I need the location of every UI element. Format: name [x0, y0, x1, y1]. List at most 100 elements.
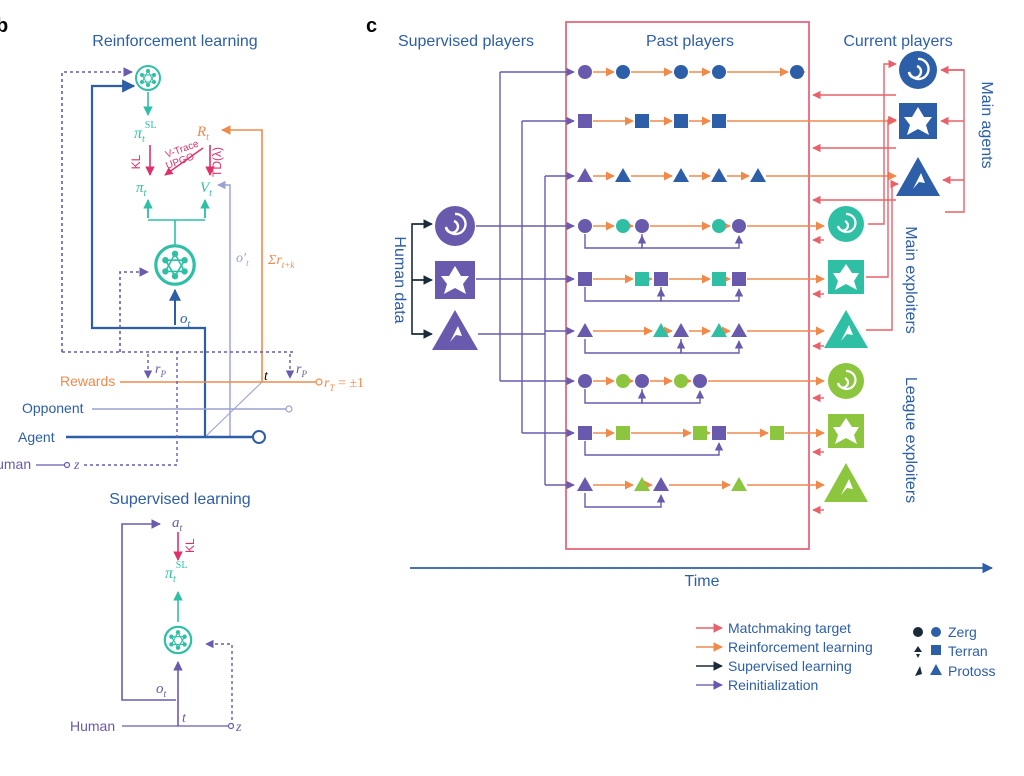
- player-node: [732, 219, 746, 233]
- legend: Matchmaking target Reinforcement learnin…: [696, 620, 995, 693]
- vtrace-arrow: [164, 147, 204, 176]
- reinit-loop: [584, 493, 666, 508]
- player-node: [674, 114, 688, 128]
- player-node: [712, 272, 726, 286]
- player-node: [578, 219, 592, 233]
- legend-label-1: Reinforcement learning: [728, 639, 873, 655]
- reinit-loop: [641, 389, 705, 404]
- supervised-players-title: Supervised players: [398, 33, 534, 50]
- player-node: [673, 323, 689, 337]
- human-end: [63, 461, 71, 469]
- player-node: [770, 426, 784, 440]
- terran-square-icon: [931, 645, 941, 655]
- player-node: [693, 374, 707, 388]
- player-node: [616, 374, 630, 388]
- player-node: [635, 272, 649, 286]
- rewards-label: Rewards: [60, 373, 115, 389]
- main-agent-zerg-icon: [899, 51, 937, 89]
- matchmaking-lines: [812, 59, 965, 515]
- a-label: at: [172, 515, 183, 534]
- rl-dotted-loop: [61, 67, 133, 352]
- legend-terran: Terran: [948, 643, 988, 659]
- player-node: [712, 65, 726, 79]
- player-node: [577, 477, 593, 491]
- mm-main-exploiter-z: [868, 59, 897, 225]
- player-node: [577, 168, 593, 182]
- sl-pi-label: πtSL: [165, 560, 187, 585]
- sl-kl-label: KL: [183, 538, 197, 553]
- z-dotted: [84, 352, 178, 466]
- panel-b-letter: b: [0, 15, 8, 37]
- sl-title: Supervised learning: [109, 491, 250, 508]
- rewards-end: [315, 378, 323, 386]
- zerg-mini-icon: [913, 627, 923, 637]
- agent-label: Agent: [18, 429, 55, 445]
- reinit-loop: [584, 339, 686, 354]
- panel-b: b Reinforcement learning πtSL Rt KL V-Tr…: [0, 15, 364, 735]
- main-exploiter-protoss-icon: [824, 310, 868, 348]
- legend-protoss: Protoss: [948, 663, 995, 679]
- player-node: [750, 168, 766, 182]
- supervised-protoss-icon: [432, 310, 478, 350]
- td-label: TD(λ): [210, 147, 224, 177]
- player-node: [790, 65, 804, 79]
- rp-label-1: rP: [155, 362, 166, 379]
- reinit-loop: [641, 234, 744, 249]
- sl-network-icon: [135, 65, 161, 91]
- main-agent-terran-icon: [899, 103, 937, 139]
- player-node: [616, 219, 630, 233]
- opponent-label: Opponent: [22, 400, 84, 416]
- player-node: [674, 374, 688, 388]
- player-node: [616, 65, 630, 79]
- player-node: [635, 374, 649, 388]
- mm-bracket: [945, 69, 965, 213]
- player-node: [577, 323, 593, 337]
- agent-loop-line: [90, 79, 207, 437]
- player-node: [578, 114, 592, 128]
- player-node: [732, 272, 746, 286]
- mm-main-exploiter-p: [866, 179, 899, 331]
- player-node: [616, 426, 630, 440]
- player-node: [635, 219, 649, 233]
- sl-z-label: z: [235, 720, 242, 735]
- time-label: Time: [685, 573, 720, 590]
- sl-action-line: [121, 519, 176, 701]
- reinit-loop: [660, 287, 744, 302]
- current-players-title: Current players: [843, 33, 952, 50]
- legend-label-0: Matchmaking target: [728, 620, 851, 636]
- teal-fork: [147, 205, 206, 245]
- R-label: Rt: [196, 124, 209, 143]
- player-node: [731, 323, 747, 337]
- player-node: [615, 168, 631, 182]
- opponent-end: [285, 405, 293, 413]
- player-node: [654, 272, 668, 286]
- player-node: [711, 168, 727, 182]
- central-network-icon: [154, 244, 196, 286]
- player-node: [673, 168, 689, 182]
- protoss-mini-icon: [915, 666, 922, 676]
- zerg-circle-icon: [931, 627, 941, 637]
- sum-r-label: Σrt+k: [267, 253, 295, 270]
- league-exploiter-protoss-icon: [824, 463, 868, 502]
- main-agent-protoss-icon: [896, 157, 940, 196]
- sl-t-label: t: [182, 711, 187, 726]
- player-node: [653, 477, 669, 491]
- human-data-bracket: [411, 223, 430, 335]
- rT-label: rT = ±1: [324, 376, 364, 393]
- supervised-terran-icon: [435, 261, 475, 299]
- panel-c: c Supervised players Past players Curren…: [366, 15, 995, 693]
- player-node: [634, 477, 650, 491]
- mm-main-exploiter-t: [866, 115, 897, 278]
- terran-mini-icon: [914, 646, 922, 658]
- reinit-loop: [584, 287, 666, 302]
- player-node: [711, 323, 727, 337]
- sl-human-end: [227, 722, 235, 730]
- league-exploiters-label: League exploiters: [902, 377, 919, 503]
- sl-z-dotted: [205, 639, 233, 726]
- reinit-loop: [584, 234, 647, 249]
- human-data-label: Human data: [391, 236, 408, 323]
- league-exploiter-terran-icon: [828, 414, 864, 448]
- reinit-loop: [680, 339, 744, 354]
- o-prime-label: o′t: [236, 251, 249, 268]
